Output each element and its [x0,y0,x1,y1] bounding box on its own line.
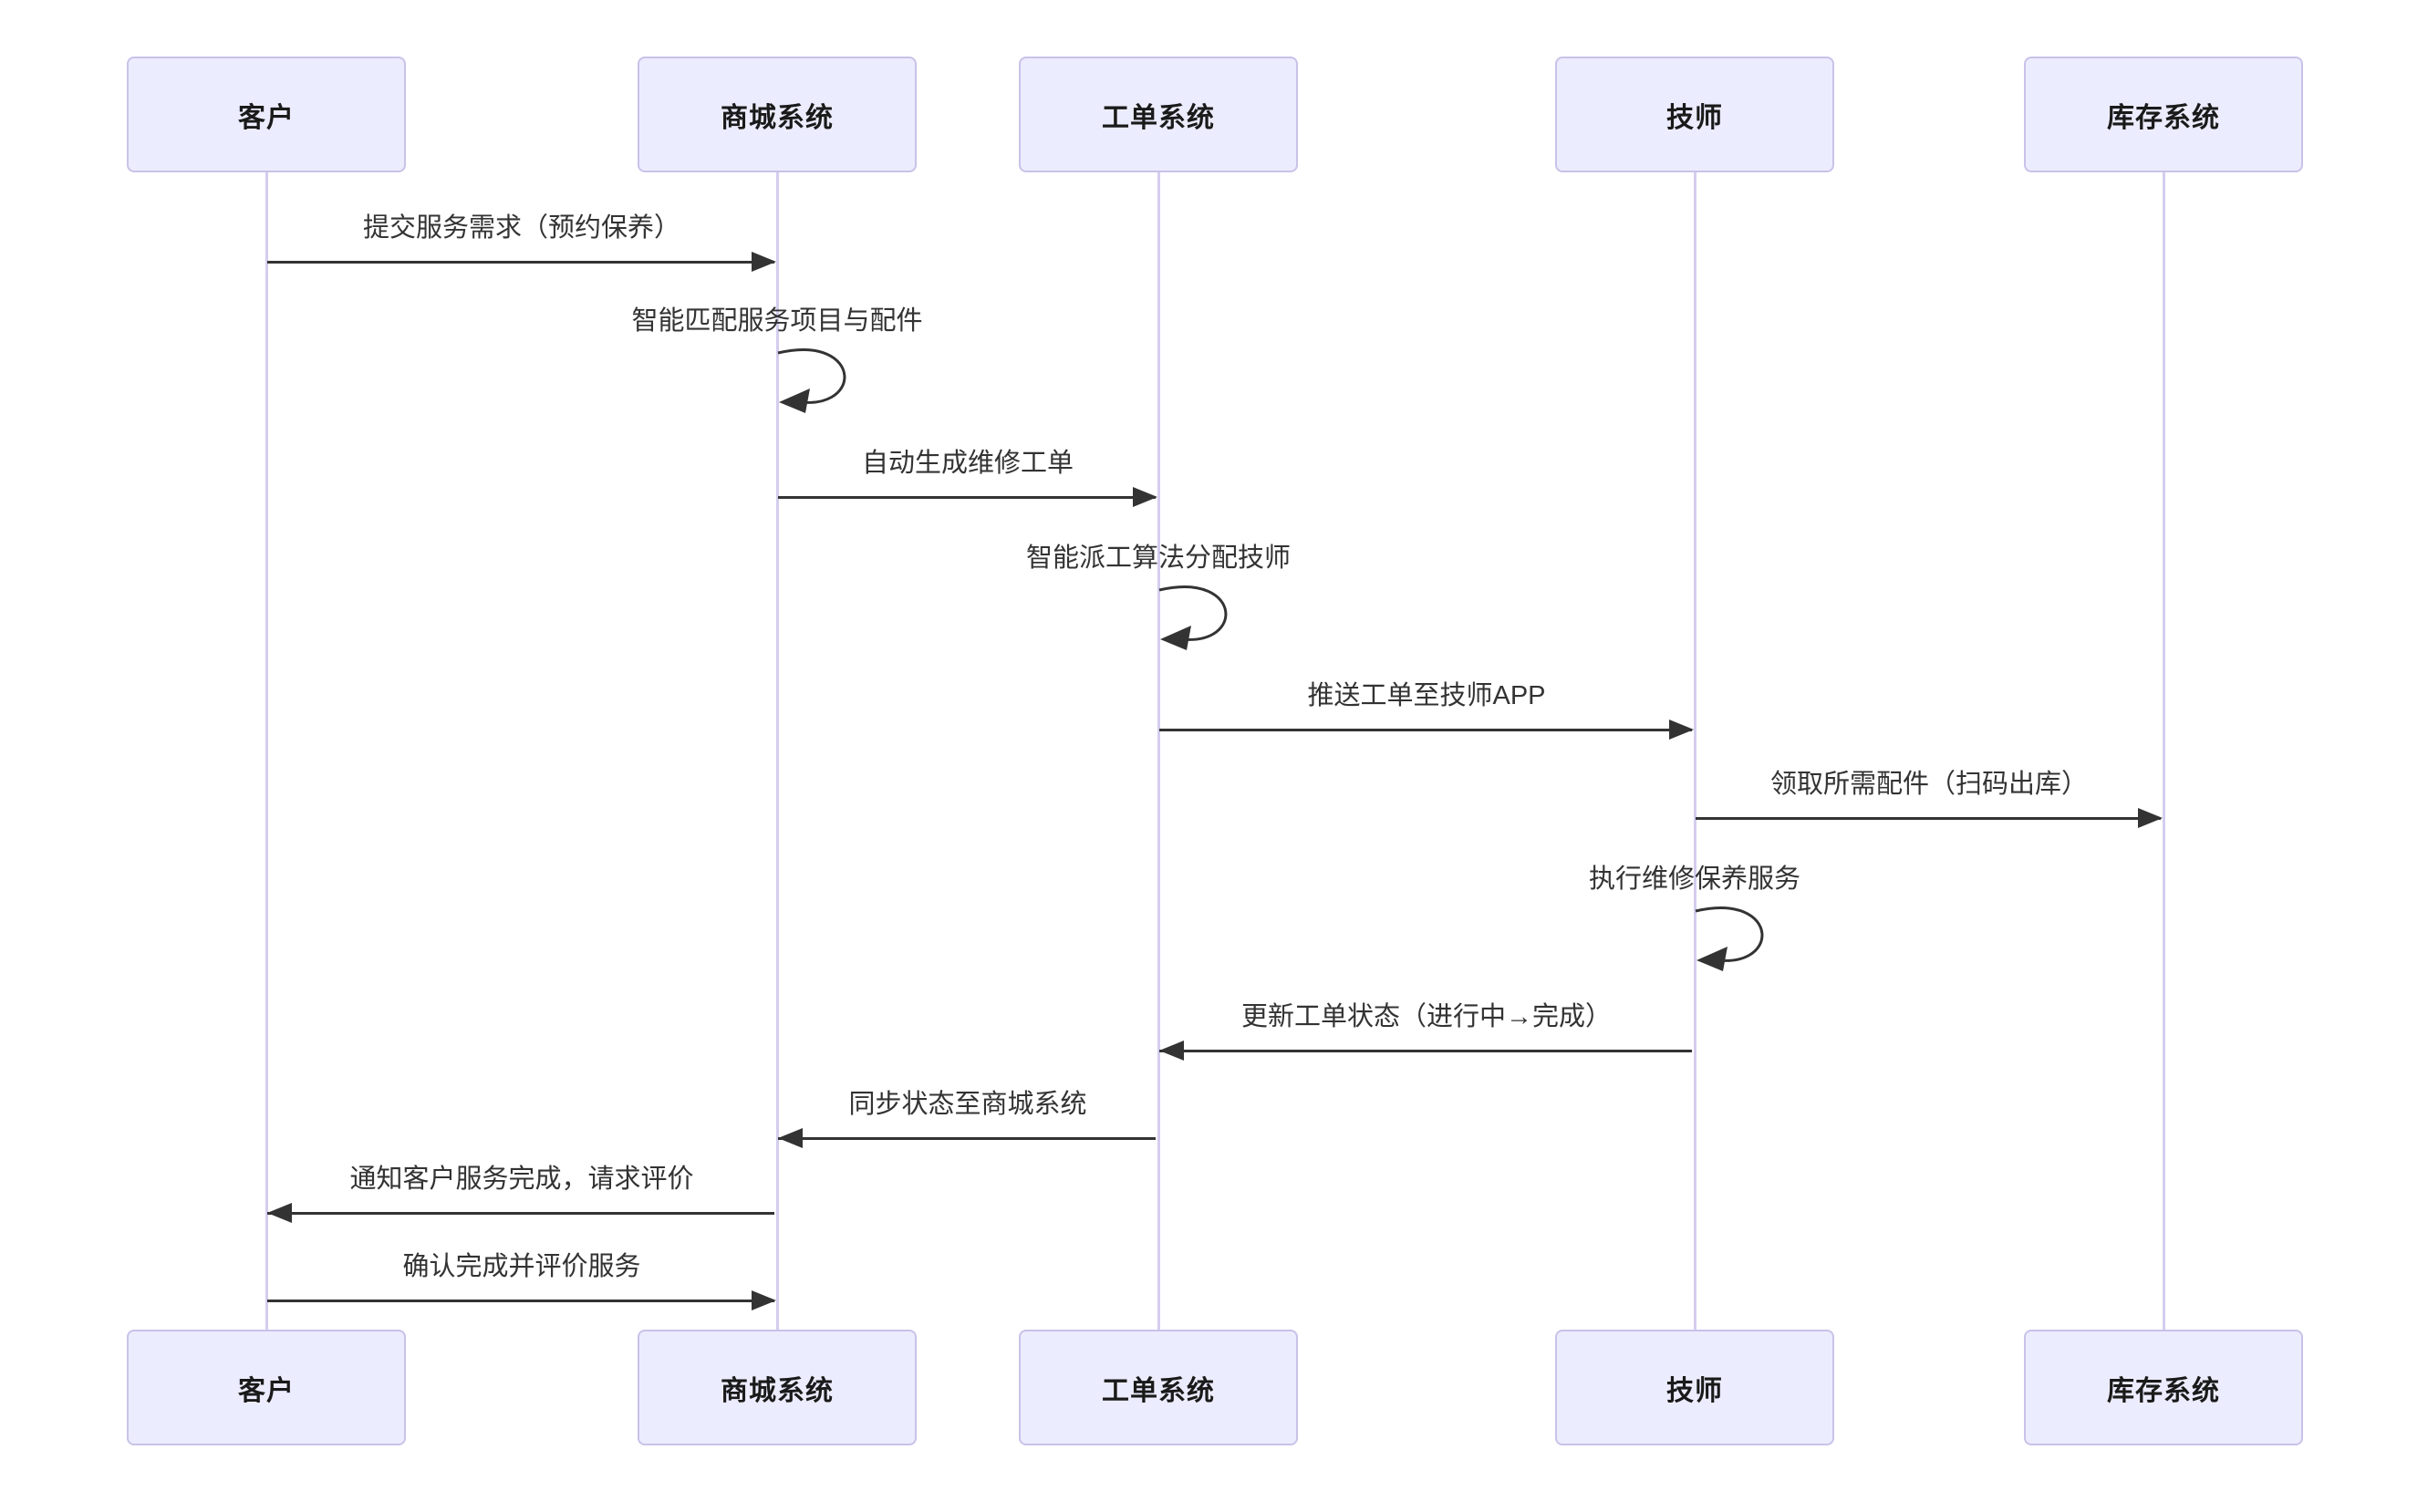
message-arrowhead [2138,807,2163,828]
actor-box-bottom-customer: 客户 [127,1330,406,1445]
message-arrowhead [1159,1040,1184,1061]
message-arrowhead [1669,719,1694,740]
self-loop-label: 智能派工算法分配技师 [1025,544,1292,573]
message-arrow [267,260,774,264]
actor-box-top-mall-system: 商城系统 [638,57,917,172]
message-arrowhead [267,1202,292,1223]
message-arrow [267,1211,774,1215]
message-arrowhead [778,1127,803,1148]
message-arrow [778,495,1156,499]
actor-box-bottom-technician: 技师 [1555,1330,1834,1445]
self-loop-label: 执行维修保养服务 [1588,865,1801,894]
actor-box-bottom-inventory-system: 库存系统 [2024,1330,2303,1445]
message-label: 领取所需配件（扫码出库） [1769,770,2089,799]
actor-box-top-work-order-system: 工单系统 [1019,57,1298,172]
message-arrowhead [752,1289,776,1310]
message-label: 自动生成维修工单 [861,449,1074,478]
self-loop-label: 智能匹配服务项目与配件 [631,306,923,336]
actor-box-top-customer: 客户 [127,57,406,172]
self-loop-arrow [777,348,846,413]
lifeline-mall-system [775,172,779,1330]
message-label: 推送工单至技师APP [1307,681,1546,710]
actor-box-bottom-mall-system: 商城系统 [638,1330,917,1445]
message-arrow [778,1136,1156,1140]
self-loop-arrow [1695,906,1764,971]
lifeline-customer [265,172,268,1330]
lifeline-inventory-system [2162,172,2165,1330]
message-label: 提交服务需求（预约保养） [362,213,681,243]
message-label: 通知客户服务完成，请求评价 [349,1165,694,1194]
actor-box-bottom-work-order-system: 工单系统 [1019,1330,1298,1445]
message-label: 确认完成并评价服务 [402,1252,641,1281]
message-arrow [1159,728,1692,731]
message-label: 更新工单状态（进行中→完成） [1240,1002,1613,1031]
message-arrow [1696,816,2161,820]
message-arrowhead [1133,486,1157,507]
message-arrow [267,1299,774,1302]
actor-box-top-technician: 技师 [1555,57,1834,172]
actor-box-top-inventory-system: 库存系统 [2024,57,2303,172]
message-arrowhead [752,251,776,272]
lifeline-technician [1693,172,1696,1330]
message-label: 同步状态至商城系统 [848,1090,1087,1119]
lifeline-work-order-system [1157,172,1160,1330]
message-arrow [1159,1049,1692,1052]
self-loop-arrow [1158,585,1228,650]
